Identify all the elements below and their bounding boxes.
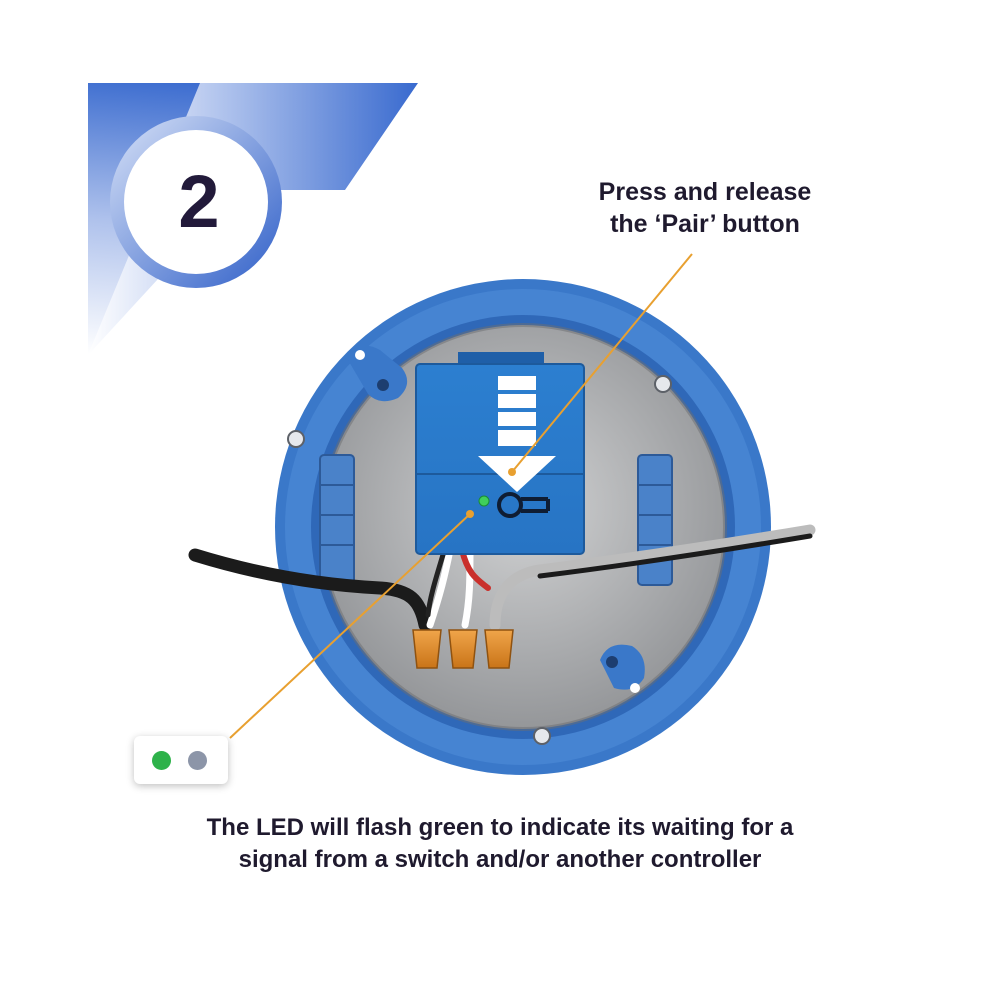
side-clamp — [637, 454, 673, 586]
down-arrow-icon — [478, 376, 556, 492]
wire-connectors — [412, 629, 514, 669]
caption-line-2: signal from a switch and/or another cont… — [238, 846, 762, 873]
pair-callout-line-1: Press and release — [598, 178, 812, 206]
mounting-tab — [348, 345, 408, 402]
status-led — [478, 495, 490, 507]
led-grey-dot — [188, 751, 207, 770]
callout-line-led — [229, 513, 471, 739]
controller-module — [415, 352, 585, 555]
screw-icon — [287, 430, 305, 448]
step-banner — [88, 83, 418, 355]
led-indicator-card — [134, 736, 228, 784]
screw-icon — [533, 727, 551, 745]
wires — [188, 524, 816, 632]
led-green-dot — [152, 751, 171, 770]
led-caption: The LED will flash green to indicate its… — [120, 812, 880, 876]
mounting-tab — [600, 644, 645, 693]
step-number: 2 — [178, 160, 220, 243]
side-clamp — [319, 454, 355, 586]
callout-dot-led — [466, 510, 474, 518]
screw-icon — [654, 375, 672, 393]
pair-button-icon[interactable] — [497, 492, 550, 518]
callout-line-pair — [511, 253, 693, 473]
pair-callout-line-2: the ‘Pair’ button — [610, 210, 800, 238]
pair-button-callout: Press and release the ‘Pair’ button — [560, 176, 850, 240]
callout-dot-pair — [508, 468, 516, 476]
caption-line-1: The LED will flash green to indicate its… — [206, 814, 794, 841]
